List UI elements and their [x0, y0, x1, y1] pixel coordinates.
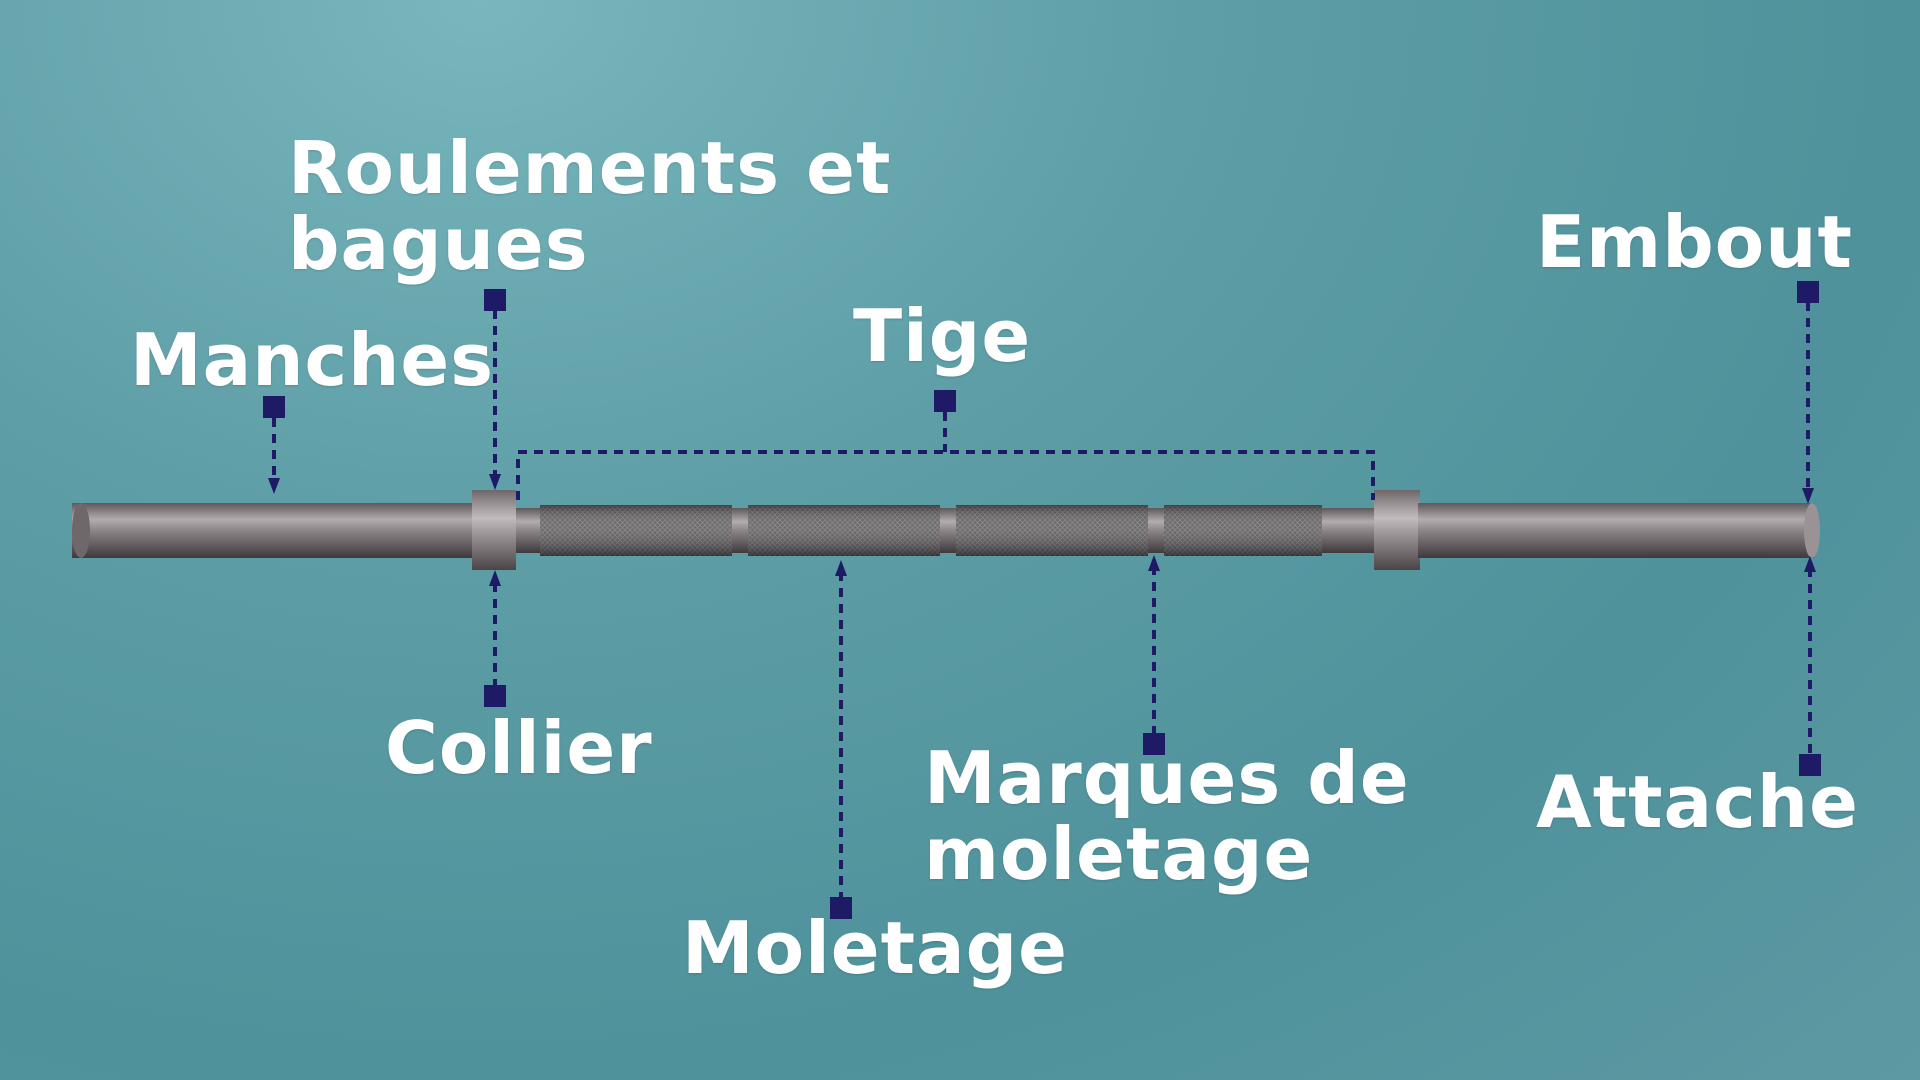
left-sleeve: [72, 503, 474, 558]
knurl-sections: [540, 505, 1322, 556]
marker-embout: [1797, 281, 1819, 303]
marker-moletage: [830, 897, 852, 919]
right-sleeve-cap: [1804, 503, 1820, 558]
arrow-manches: [268, 478, 280, 494]
label-tige: Tige: [853, 294, 1032, 378]
label-collier: Collier: [385, 706, 653, 790]
label-attache: Attache: [1536, 760, 1859, 844]
leader-lines: [272, 302, 1812, 900]
arrow-marques: [1148, 555, 1160, 571]
label-roulements: Roulements et bagues: [288, 126, 892, 286]
left-sleeve-cap: [72, 503, 90, 558]
arrow-embout: [1802, 488, 1814, 504]
arrow-attache: [1804, 556, 1816, 572]
label-manches: Manches: [130, 318, 495, 402]
label-moletage: Moletage: [682, 906, 1068, 990]
right-collar: [1374, 490, 1420, 570]
knurl-shade: [956, 505, 1148, 556]
label-embout: Embout: [1536, 200, 1853, 284]
marker-roulements: [484, 289, 506, 311]
right-sleeve: [1418, 503, 1814, 558]
leader-tige: [516, 450, 1375, 500]
label-marques: Marques de moletage: [924, 736, 1410, 896]
left-collar: [472, 490, 516, 570]
knurl-shade: [1164, 505, 1322, 556]
marker-collier: [484, 685, 506, 707]
knurl-shade: [540, 505, 732, 556]
knurl-shade: [748, 505, 940, 556]
arrow-roulements: [489, 474, 501, 490]
marker-marques: [1143, 733, 1165, 755]
arrow-moletage: [835, 560, 847, 576]
arrowheads: [268, 474, 1816, 586]
markers: [263, 281, 1821, 919]
marker-attache: [1799, 754, 1821, 776]
marker-manches: [263, 396, 285, 418]
marker-tige: [934, 390, 956, 412]
arrow-collier: [489, 570, 501, 586]
